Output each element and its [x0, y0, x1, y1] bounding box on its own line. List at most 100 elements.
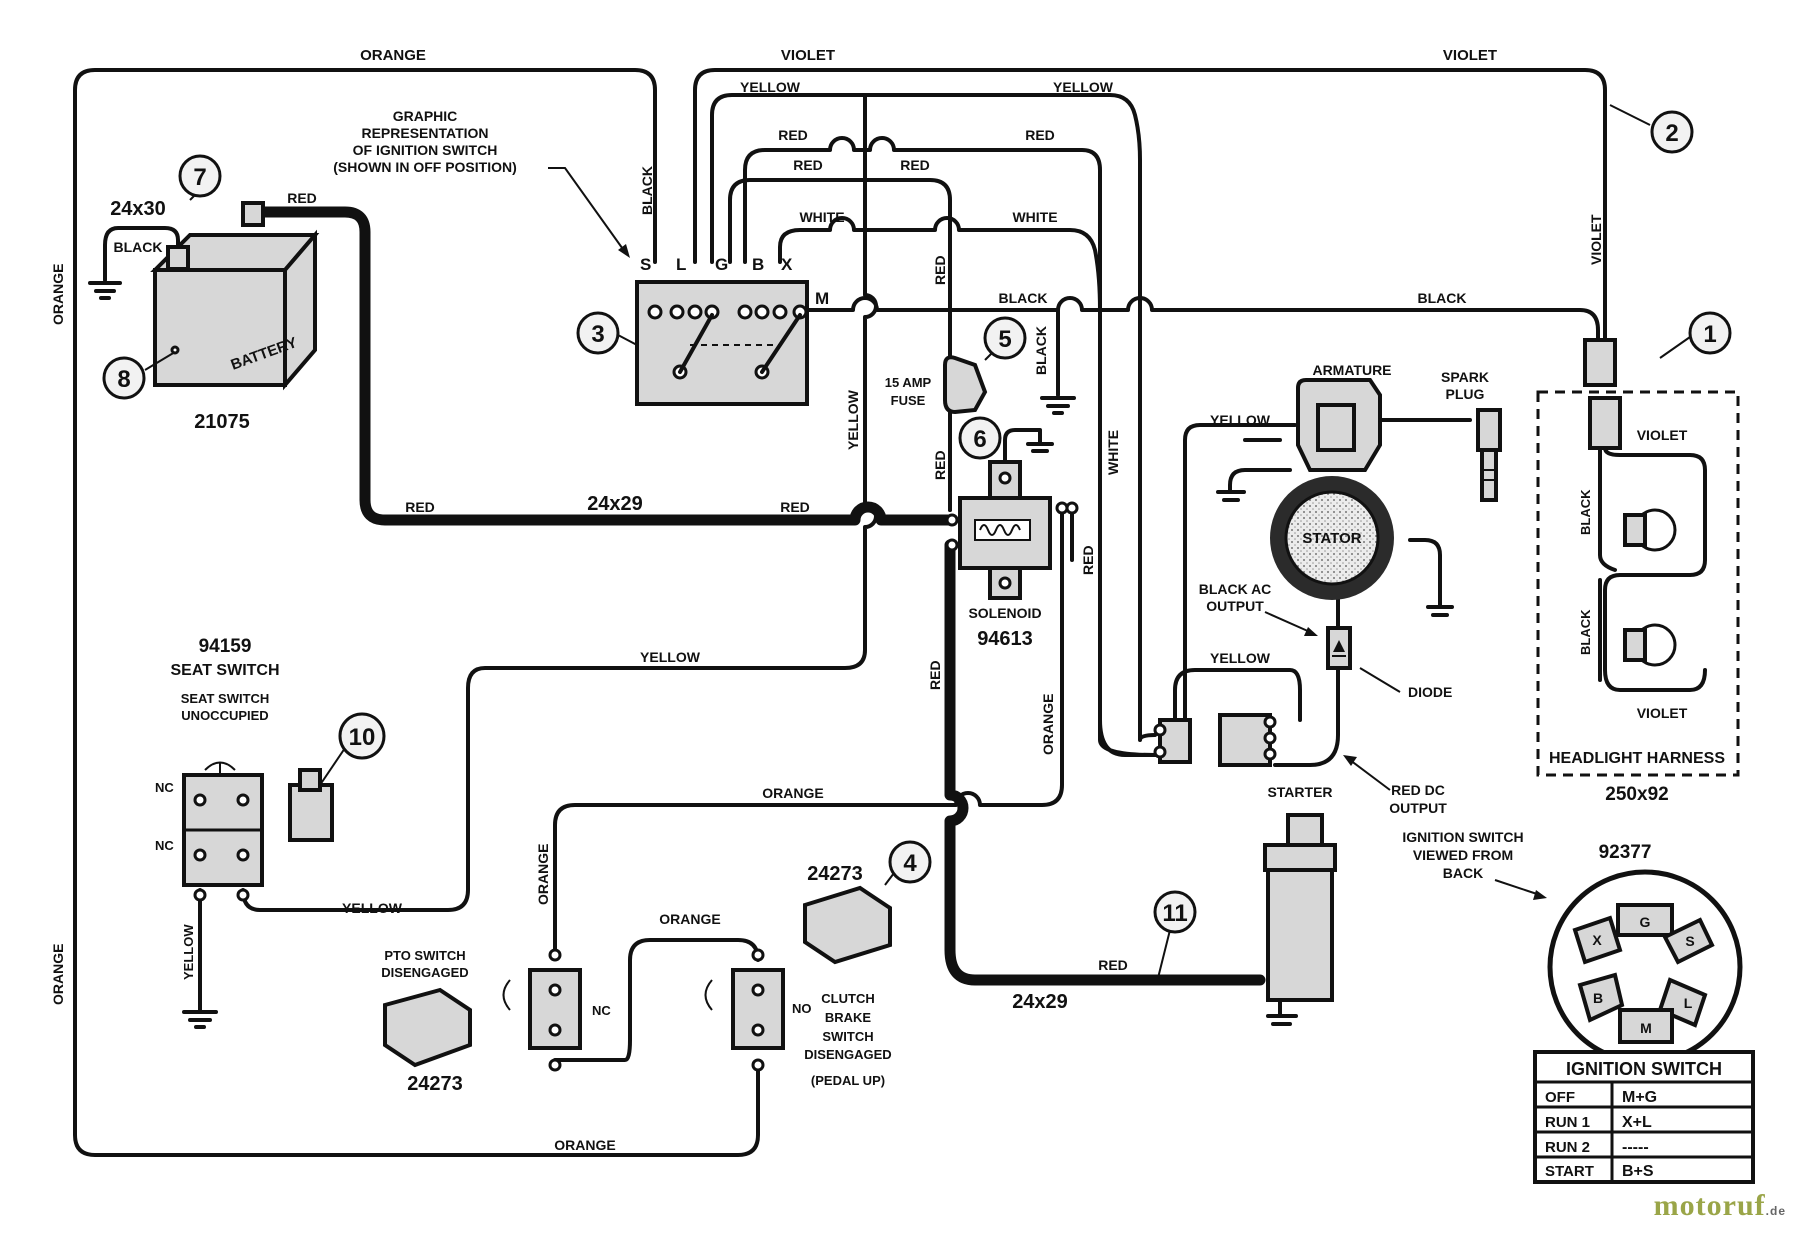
wire-label: WHITE: [799, 209, 844, 225]
pto-switch-contact: NC: [592, 1003, 611, 1018]
pin-label-x: X: [1592, 932, 1602, 948]
wire-label: BLACK: [1578, 489, 1593, 535]
wire-label: RED: [932, 255, 948, 285]
ignition-switch-back: [1547, 869, 1743, 1065]
clutch-switch-contact: NO: [792, 1001, 812, 1016]
wire-label: RED: [778, 127, 808, 143]
watermark-text: motoruf: [1653, 1189, 1766, 1222]
battery-gauge: 24x30: [110, 198, 166, 220]
white-wire-x: [778, 216, 1102, 312]
callout-10: 10: [349, 724, 376, 751]
callout-4: 4: [903, 850, 917, 877]
table-row-contacts: B+S: [1622, 1163, 1654, 1180]
yellow-wire-regulator: [1173, 668, 1302, 752]
spark-plug: [1476, 408, 1502, 502]
switch-back-line-1: IGNITION SWITCH: [1402, 829, 1523, 845]
seat-switch-state-2: UNOCCUPIED: [181, 708, 268, 723]
fuse-holder: [943, 355, 988, 415]
spark-plug-label-1: SPARK: [1441, 369, 1489, 385]
wire-label: YELLOW: [1210, 650, 1271, 666]
ignition-graphic-line-3: OF IGNITION SWITCH: [353, 142, 498, 158]
wire-label: YELLOW: [1210, 412, 1271, 428]
black-wire-battery: [103, 226, 180, 282]
wire-label: RED: [793, 157, 823, 173]
gauge-label: 24x29: [587, 493, 643, 515]
seat-switch-state-1: SEAT SWITCH: [181, 691, 270, 706]
callout-8: 8: [117, 366, 130, 393]
wire-label: RED: [932, 450, 948, 480]
seat-switch-part: 94159: [199, 636, 252, 657]
wire-label: YELLOW: [1053, 79, 1114, 95]
headlight-harness-label: HEADLIGHT HARNESS: [1549, 750, 1725, 767]
table-row-position: OFF: [1545, 1089, 1575, 1106]
black-ac-label-2: OUTPUT: [1206, 598, 1264, 614]
pin-label-l: L: [1684, 995, 1693, 1011]
pto-switch: [383, 948, 582, 1072]
callout-11: 11: [1162, 900, 1187, 927]
ignition-table-title: IGNITION SWITCH: [1566, 1059, 1722, 1079]
armature-label: ARMATURE: [1312, 362, 1391, 378]
terminal-label-x: X: [781, 255, 793, 274]
wire-label: RED: [1025, 127, 1055, 143]
terminal-label-b: B: [752, 255, 764, 274]
table-row-position: RUN 2: [1545, 1139, 1590, 1156]
red-dc-label-2: OUTPUT: [1389, 800, 1447, 816]
wire-label: BLACK: [1033, 326, 1049, 375]
diode: [1326, 626, 1352, 670]
wire-label: ORANGE: [1040, 694, 1056, 755]
wire-label: BLACK: [114, 239, 163, 255]
clutch-switch-line-1: CLUTCH: [821, 991, 874, 1006]
ignition-switch-graphic: [635, 280, 809, 406]
callout-6: 6: [973, 426, 986, 453]
solenoid-to-starter-cable: [944, 539, 1266, 986]
clutch-switch-line-2: BRAKE: [825, 1010, 872, 1025]
ignition-graphic-line-1: GRAPHIC: [393, 108, 458, 124]
terminal-label-l: L: [676, 255, 686, 274]
wire-label: YELLOW: [181, 924, 196, 980]
yellow-wire-g: [710, 93, 1157, 742]
clutch-switch-line-4: DISENGAGED: [804, 1047, 891, 1062]
ignition-graphic-line-4: (SHOWN IN OFF POSITION): [333, 159, 517, 175]
ignition-table: IGNITION SWITCH OFF M+G RUN 1 X+L RUN 2 …: [1533, 1050, 1755, 1184]
pto-switch-label-1: PTO SWITCH: [384, 948, 465, 963]
fuse-label-2: FUSE: [891, 393, 926, 408]
wire-label: RED: [405, 499, 435, 515]
wire-label: YELLOW: [640, 649, 701, 665]
heavy-cables: [259, 206, 1266, 986]
annotation-arrows: [548, 167, 1547, 900]
clutch-brake-switch: [704, 885, 892, 1072]
callouts: 1 2 3 4 5 6 7 8 10 11: [102, 104, 1732, 979]
watermark: motoruf.de: [1654, 1189, 1786, 1223]
orange-wire-perimeter: [73, 68, 760, 1157]
starter-label: STARTER: [1267, 784, 1332, 800]
pin-label-b: B: [1593, 990, 1603, 1006]
gauge-label: 24x29: [1012, 991, 1068, 1013]
seat-switch-nc-top: NC: [155, 780, 174, 795]
wire-label: VIOLET: [1588, 214, 1604, 265]
pto-switch-part: 24273: [407, 1073, 463, 1095]
wire-label: BLACK: [639, 166, 655, 215]
wire-label: VIOLET: [1637, 427, 1688, 443]
pin-label-g: G: [1640, 914, 1651, 930]
seat-switch-nc-bottom: NC: [155, 838, 174, 853]
pin-label-m: M: [1640, 1020, 1652, 1036]
clutch-switch-line-5: (PEDAL UP): [811, 1073, 885, 1088]
stator: STATOR: [1270, 476, 1394, 600]
headlight-harness-part: 250x92: [1605, 784, 1668, 805]
white-wire-vertical: [1098, 308, 1167, 757]
violet-trunk: [241, 95, 878, 912]
wire-label: ORANGE: [360, 47, 426, 64]
orange-wire-solenoid: [553, 508, 1064, 952]
wire-label: VIOLET: [1637, 705, 1688, 721]
wire-label: YELLOW: [342, 900, 403, 916]
terminal-label-m: M: [815, 289, 829, 308]
wire-label: ORANGE: [659, 911, 720, 927]
callout-5: 5: [998, 326, 1011, 353]
battery-part: 21075: [194, 411, 250, 433]
switch-back-line-3: BACK: [1443, 865, 1483, 881]
pto-switch-label-2: DISENGAGED: [381, 965, 468, 980]
seat-switch-title: SEAT SWITCH: [170, 662, 279, 679]
battery-to-solenoid-cable: [259, 206, 958, 526]
wire-label: ORANGE: [554, 1137, 615, 1153]
